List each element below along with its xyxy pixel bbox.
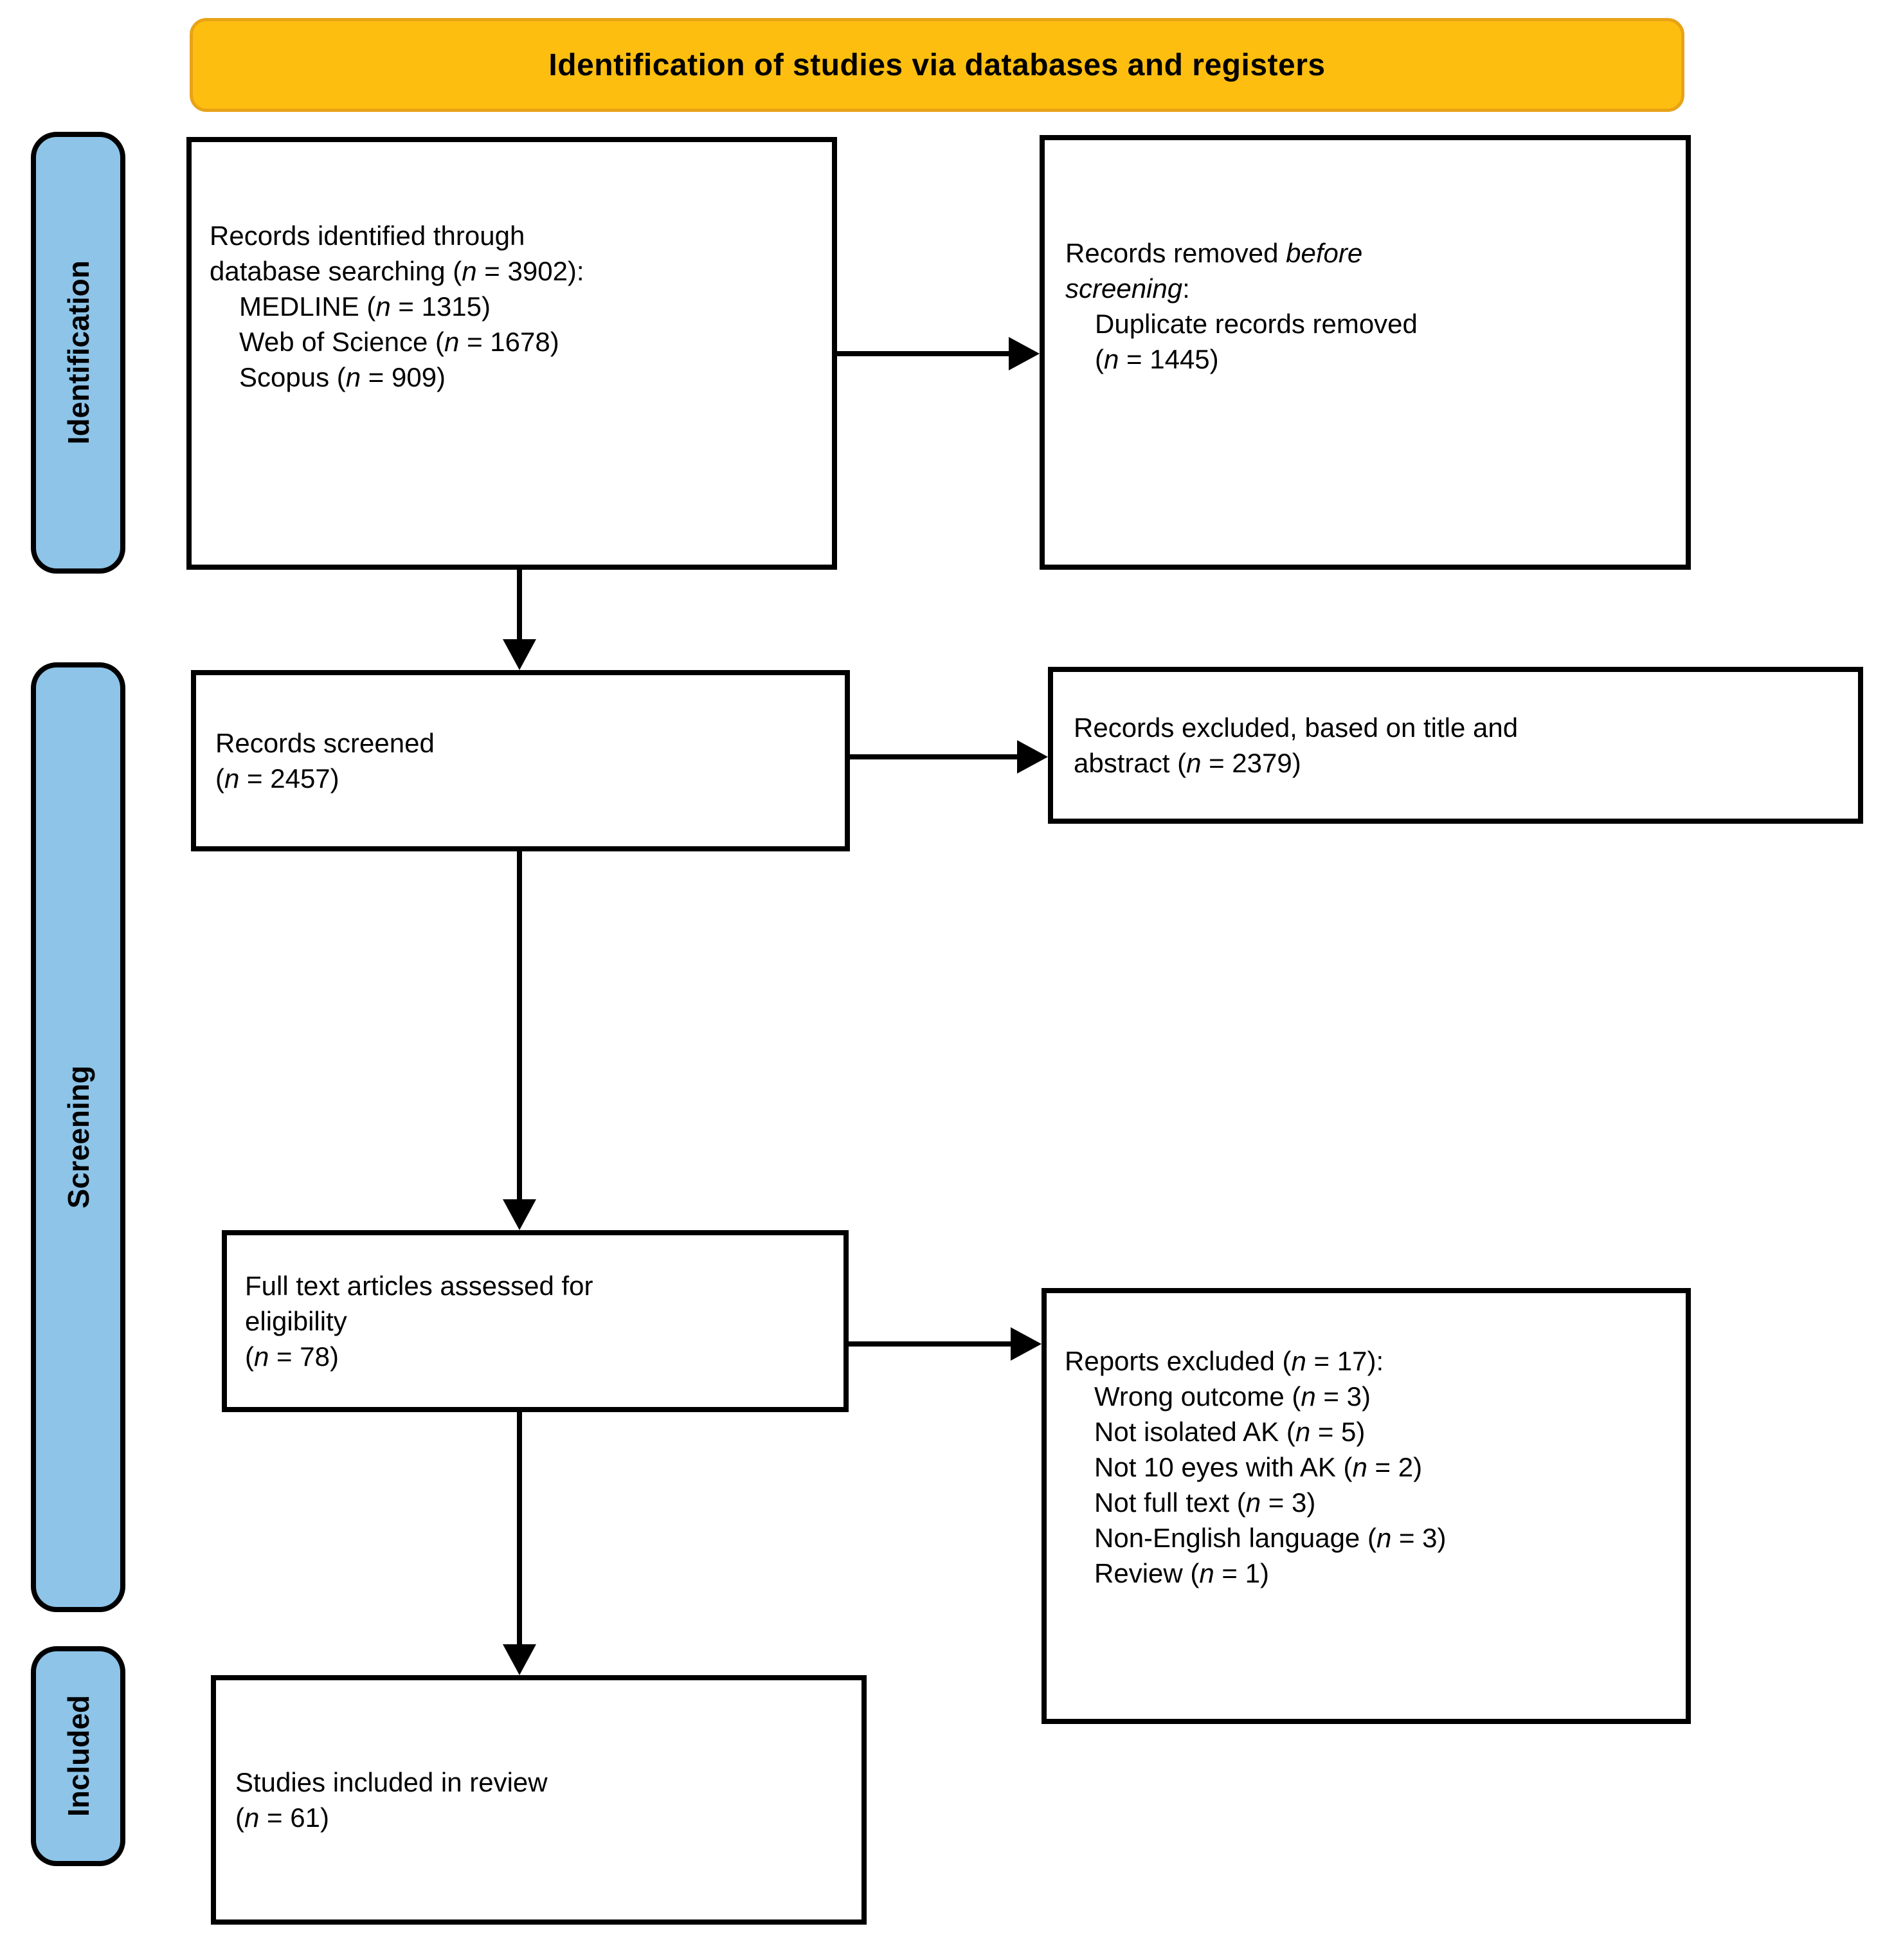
box-studies-included: Studies included in review (n = 61) [211, 1675, 867, 1925]
text-line: Review (n = 1) [1094, 1558, 1269, 1588]
stage-bar-included: Included [31, 1646, 125, 1866]
text-line: Not 10 eyes with AK (n = 2) [1094, 1452, 1423, 1482]
text-line: Not full text (n = 3) [1094, 1487, 1316, 1518]
arrow-screened-to-fulltext-head-icon [503, 1199, 536, 1230]
text-line: Full text articles assessed for [245, 1271, 593, 1301]
text-line: Records identified through [210, 221, 525, 251]
text-line: (n = 2457) [215, 763, 339, 794]
text-line: Scopus (n = 909) [239, 362, 446, 392]
stage-bar-screening: Screening [31, 662, 125, 1612]
text-line: database searching (n = 3902): [210, 256, 584, 286]
text-line: MEDLINE (n = 1315) [239, 291, 491, 322]
arrow-fulltext-to-included-shaft [517, 1412, 522, 1647]
text-line: Records removed before [1065, 238, 1363, 268]
arrow-fulltext-to-included-head-icon [503, 1644, 536, 1675]
arrow-fulltext-to-reports-excluded-head-icon [1011, 1327, 1042, 1361]
stage-label-identification: Identification [61, 260, 95, 445]
arrow-identified-to-screened-shaft [517, 570, 522, 642]
header-banner: Identification of studies via databases … [190, 18, 1684, 112]
text-line: Reports excluded (n = 17): [1065, 1346, 1384, 1376]
text-line: Duplicate records removed [1095, 309, 1418, 339]
header-title: Identification of studies via databases … [548, 48, 1326, 82]
text-line: Studies included in review [235, 1767, 548, 1797]
text-line: eligibility [245, 1306, 347, 1336]
text-line: Records screened [215, 728, 435, 758]
text-line: (n = 1445) [1095, 344, 1219, 374]
box-reports-excluded: Reports excluded (n = 17): Wrong outcome … [1042, 1288, 1691, 1724]
text-line: abstract (n = 2379) [1074, 748, 1301, 778]
box-records-removed-before-screening: Records removed before screening: Duplicat… [1040, 135, 1691, 570]
text-line: (n = 78) [245, 1341, 339, 1372]
arrow-screened-to-excluded-head-icon [1017, 740, 1048, 774]
stage-bar-identification: Identification [31, 132, 125, 574]
text-line: Non-English language (n = 3) [1094, 1523, 1447, 1553]
text-line: Web of Science (n = 1678) [239, 327, 559, 357]
arrow-screened-to-fulltext-shaft [517, 851, 522, 1202]
arrow-screened-to-excluded-shaft [850, 754, 1020, 759]
text-line: (n = 61) [235, 1802, 329, 1833]
box-fulltext-assessed: Full text articles assessed for eligibili… [222, 1230, 849, 1412]
arrow-identified-to-removed-shaft [837, 351, 1011, 356]
arrow-fulltext-to-reports-excluded-shaft [849, 1341, 1013, 1347]
stage-label-screening: Screening [61, 1066, 95, 1209]
box-records-excluded-title-abstract: Records excluded, based on title and abst… [1048, 667, 1863, 824]
text-line: Not isolated AK (n = 5) [1094, 1417, 1366, 1447]
text-line: Records excluded, based on title and [1074, 712, 1519, 743]
arrow-identified-to-screened-head-icon [503, 639, 536, 670]
stage-label-included: Included [61, 1695, 95, 1817]
box-records-identified: Records identified through database searc… [186, 137, 837, 570]
arrow-identified-to-removed-head-icon [1009, 337, 1040, 370]
text-line: screening: [1065, 273, 1190, 304]
box-records-screened: Records screened (n = 2457) [191, 670, 850, 851]
text-line: Wrong outcome (n = 3) [1094, 1381, 1371, 1411]
